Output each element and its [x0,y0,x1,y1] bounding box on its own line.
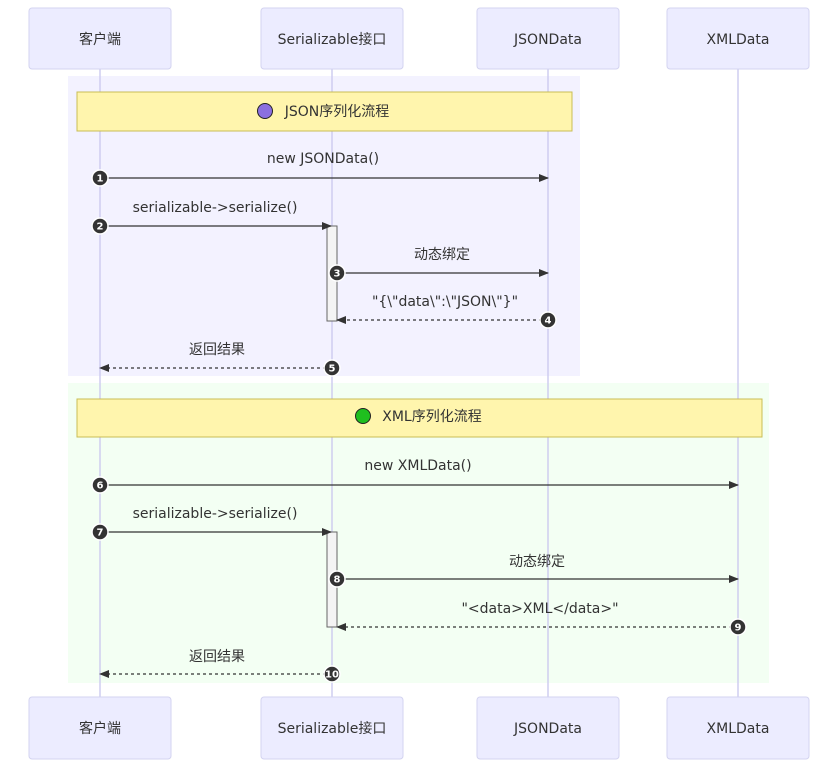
sequence-number-2: 2 [91,217,109,235]
sequence-number-1: 1 [91,169,109,187]
actor-jsondata-top: JSONData [476,7,620,70]
sequence-number-5: 5 [323,359,341,377]
message-2-label: serializable->serialize() [133,200,298,216]
message-1-label: new JSONData() [267,151,379,167]
actor-jsondata-label: JSONData [513,721,582,737]
message-8-label: 动态绑定 [509,554,565,570]
group-xml-circle-icon [355,408,371,424]
svg-text:3: 3 [334,269,341,280]
message-10-label: 返回结果 [189,649,245,665]
message-5-label: 返回结果 [189,342,245,358]
actor-jsondata-label: JSONData [513,32,582,48]
actor-serializable-label: Serializable接口 [278,31,387,48]
sequence-number-3: 3 [328,264,346,282]
actor-client-top: 客户端 [28,7,172,70]
svg-text:8: 8 [334,575,341,586]
sequence-number-6: 6 [91,476,109,494]
sequence-number-10: 10 [323,665,341,683]
svg-text:6: 6 [97,481,104,492]
message-6-label: new XMLData() [364,458,471,474]
actor-serializable-bottom: Serializable接口 [260,696,404,760]
svg-text:1: 1 [97,174,104,185]
svg-text:10: 10 [325,670,339,681]
actor-xmldata-top: XMLData [666,7,810,70]
actor-xmldata-label: XMLData [707,32,770,48]
svg-text:5: 5 [329,364,336,375]
svg-text:9: 9 [735,623,742,634]
note-json: JSON序列化流程 [76,91,573,132]
message-7-label: serializable->serialize() [133,506,298,522]
svg-text:4: 4 [545,316,552,327]
message-9-label: "<data>XML</data>" [461,601,618,617]
group-json-circle-icon [257,103,273,119]
sequence-number-7: 7 [91,523,109,541]
actor-xmldata-label: XMLData [707,721,770,737]
sequence-number-4: 4 [539,311,557,329]
note-xml-label: XML序列化流程 [382,409,481,425]
sequence-number-9: 9 [729,618,747,636]
message-3-label: 动态绑定 [414,247,470,263]
actor-client-label: 客户端 [79,720,121,737]
actor-client-bottom: 客户端 [28,696,172,760]
sequence-number-8: 8 [328,570,346,588]
actor-serializable-label: Serializable接口 [278,720,387,737]
note-xml: XML序列化流程 [76,398,763,438]
svg-text:2: 2 [97,222,104,233]
message-4-label: "{\"data\":\"JSON\"}" [372,294,518,310]
actor-serializable-top: Serializable接口 [260,7,404,70]
actor-client-label: 客户端 [79,31,121,48]
note-json-label: JSON序列化流程 [284,104,390,120]
svg-text:7: 7 [97,528,104,539]
actor-xmldata-bottom: XMLData [666,696,810,760]
actor-jsondata-bottom: JSONData [476,696,620,760]
